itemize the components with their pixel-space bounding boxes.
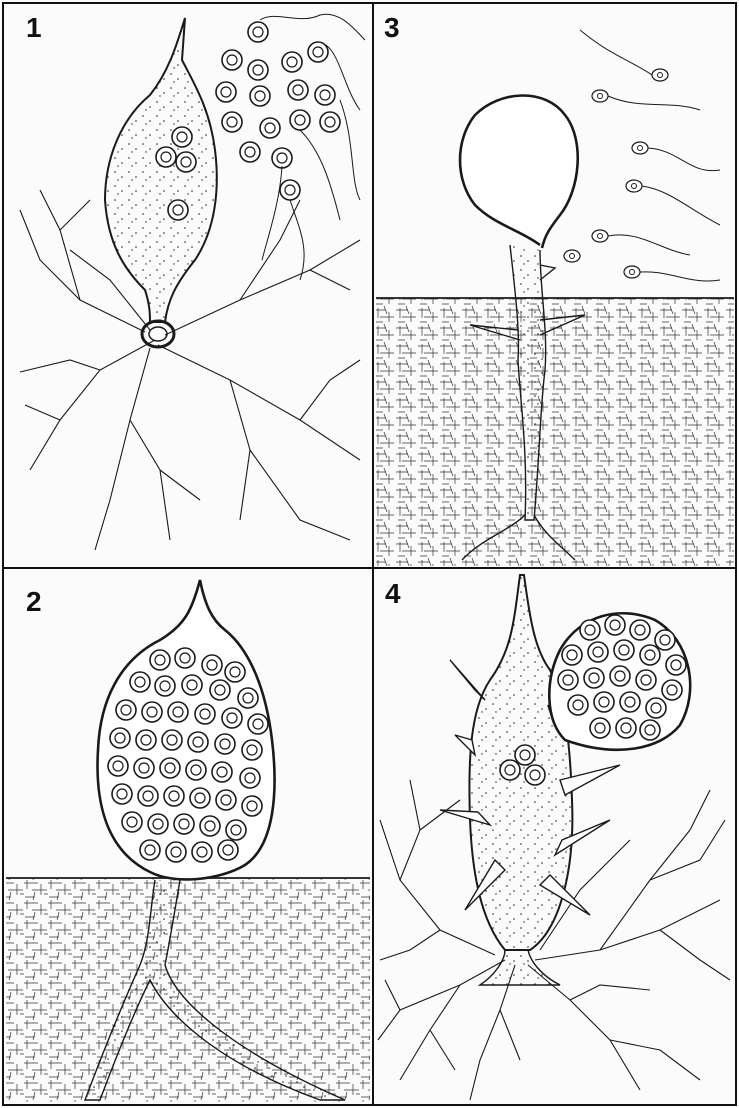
- panel-1-released-zoospores: [216, 22, 340, 200]
- panel-2-substrate: [6, 878, 370, 1102]
- panel-3-number: 3: [384, 14, 400, 42]
- panel-4-drawing: [378, 575, 730, 1100]
- panel-1-internal-cell: [156, 147, 176, 167]
- panel-1-basal-ring: [142, 321, 174, 347]
- panel-4-number: 4: [385, 580, 401, 608]
- panel-1-internal-cell: [176, 152, 196, 172]
- panel-1-drawing: [20, 14, 365, 550]
- panel-1-internal-cell: [168, 200, 188, 220]
- panel-1-number: 1: [26, 14, 42, 42]
- panel-2-number: 2: [26, 588, 42, 616]
- panel-1-internal-cell: [172, 127, 192, 147]
- panel-3-swimming-zoospores: [564, 30, 720, 281]
- panel-3-sporangium: [460, 95, 578, 248]
- panel-3-substrate: [376, 298, 734, 566]
- panel-3-drawing: [376, 30, 734, 566]
- panel-1-sporangium: [105, 18, 217, 322]
- panel-2-drawing: [6, 580, 370, 1102]
